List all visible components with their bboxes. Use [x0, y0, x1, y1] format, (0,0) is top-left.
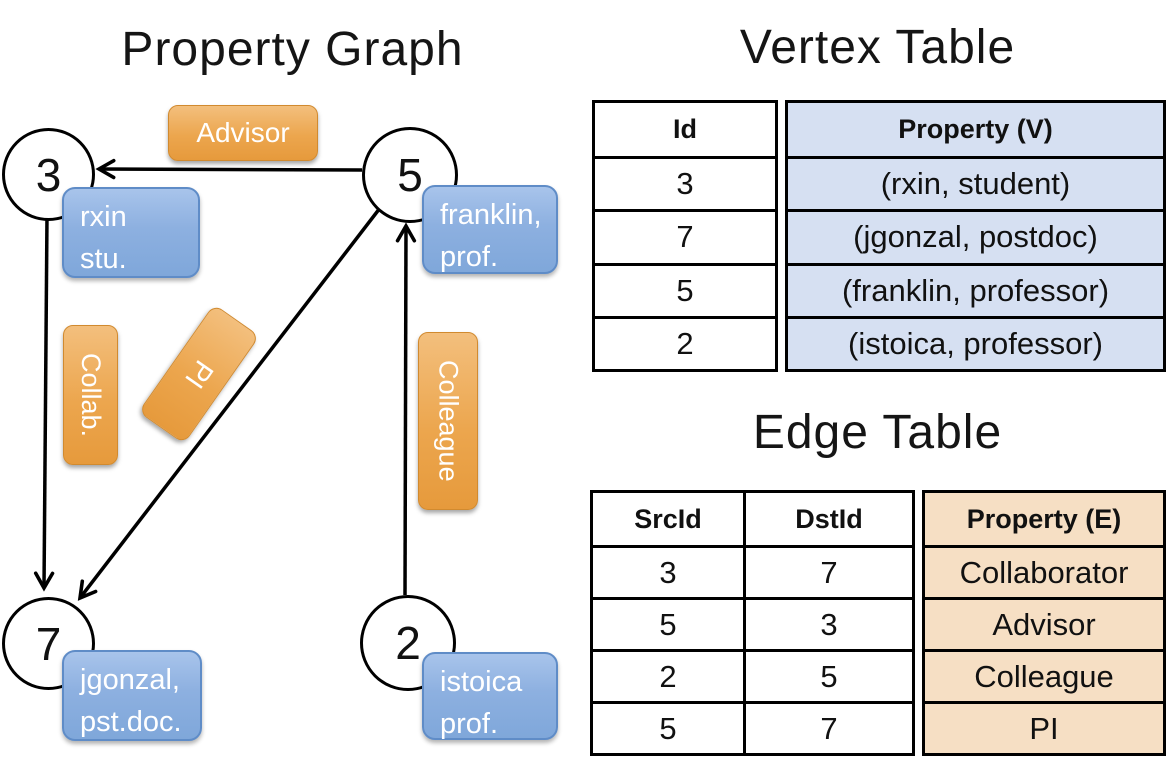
edge-5-to-3 — [95, 158, 363, 180]
table-cell: Advisor — [925, 597, 1163, 649]
vertex-label-line: franklin, — [440, 199, 542, 231]
vertex-table-property-column: Property (V) (rxin, student) (jgonzal, p… — [785, 100, 1166, 372]
property-graph-title: Property Graph — [121, 23, 464, 76]
graph-edges-canvas — [33, 158, 417, 601]
vertex-id: 3 — [35, 148, 62, 201]
vertex-circle-5: 5 — [362, 127, 458, 223]
vertex-table-title: Vertex Table — [739, 21, 1016, 74]
table-cell: 7 — [595, 209, 775, 262]
table-cell: Colleague — [925, 649, 1163, 701]
edge-2-to-5 — [395, 222, 417, 596]
vertex-circle-2: 2 — [360, 595, 456, 691]
table-cell: Collaborator — [925, 545, 1163, 597]
vertex-label-rxin: rxin stu. — [62, 187, 200, 278]
edge-label-colleague: Colleague — [418, 332, 478, 510]
table-cell: 3 — [743, 597, 912, 649]
table-cell: 5 — [743, 649, 912, 701]
vertex-label-line: rxin — [80, 201, 127, 233]
vertex-id: 2 — [395, 617, 421, 669]
edge-3-to-7 — [33, 215, 55, 592]
table-cell: (franklin, professor) — [788, 262, 1163, 316]
vertex-label-line: jgonzal, — [80, 664, 180, 696]
table-header: SrcId — [634, 503, 702, 534]
vertex-table-id-column: Id 3 7 5 2 — [592, 100, 778, 372]
vertex-label-jgonzal: jgonzal, pst.doc. — [62, 650, 202, 741]
table-header: Property (E) — [925, 493, 1163, 545]
vertex-label-line: pst.doc. — [80, 706, 182, 739]
edge-5-to-7 — [77, 206, 382, 601]
edge-label-collab: Collab. — [63, 325, 118, 465]
table-cell: 5 — [593, 701, 743, 753]
table-cell: (rxin, student) — [788, 156, 1163, 210]
vertex-id: 5 — [397, 149, 423, 201]
table-cell: (istoica, professor) — [788, 315, 1163, 369]
table-cell: 2 — [595, 315, 775, 369]
edge-table-title: Edge Table — [752, 406, 1003, 459]
table-cell: 3 — [595, 156, 775, 209]
table-header: DstId — [743, 493, 912, 545]
table-cell: 7 — [743, 545, 912, 597]
edge-table-id-columns: SrcId DstId 3 7 5 3 2 5 5 7 — [590, 490, 915, 756]
table-cell: 3 — [593, 545, 743, 597]
vertex-label-franklin: franklin, prof. — [422, 185, 558, 274]
table-cell: 5 — [595, 262, 775, 316]
vertex-label-istoica: istoica prof. — [422, 652, 558, 740]
table-cell: 7 — [743, 701, 912, 753]
edge-table-property-column: Property (E) Collaborator Advisor Collea… — [922, 490, 1166, 756]
table-cell: 2 — [593, 649, 743, 701]
vertex-label-line: prof. — [440, 241, 499, 274]
vertex-label-line: prof. — [440, 708, 499, 741]
table-cell: 5 — [593, 597, 743, 649]
table-cell: (jgonzal, postdoc) — [788, 209, 1163, 263]
vertex-id: 7 — [35, 617, 62, 670]
table-cell: PI — [925, 701, 1163, 753]
table-header: Property (V) — [788, 103, 1163, 157]
vertex-label-line: stu. — [80, 243, 127, 276]
table-header: Id — [673, 114, 697, 145]
vertex-label-line: istoica — [440, 666, 523, 698]
edge-label-advisor: Advisor — [168, 105, 318, 161]
